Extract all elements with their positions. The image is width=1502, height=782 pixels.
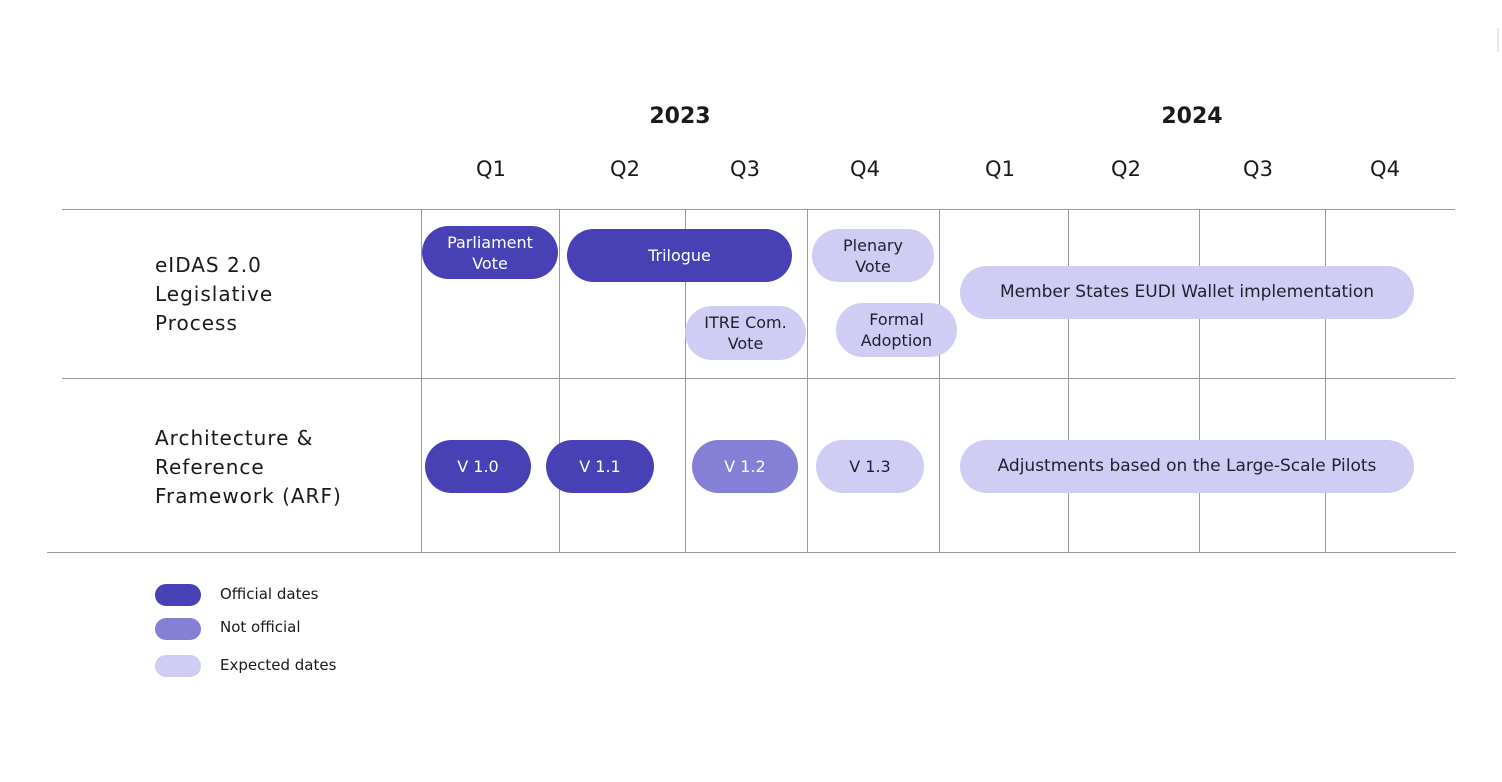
row-label-line: Architecture &	[155, 426, 314, 450]
quarter-2023-q4: Q4	[850, 157, 880, 181]
year-2024: 2024	[1161, 104, 1223, 129]
row-label-line: eIDAS 2.0	[155, 253, 262, 277]
milestone-label: Trilogue	[648, 246, 711, 265]
milestone-eudi-wallet-implementation: Member States EUDI Wallet implementation	[960, 266, 1414, 319]
grid-bottom-line	[47, 552, 1456, 553]
milestone-label: Parliament	[447, 232, 533, 252]
legend-swatch-not-official	[155, 618, 201, 640]
milestone-label: Adoption	[860, 331, 933, 350]
milestone-plenary-vote: Plenary Vote	[812, 229, 934, 282]
grid-column-line	[1325, 210, 1326, 552]
milestone-label: V 1.2	[724, 457, 766, 476]
row-label-line: Framework (ARF)	[155, 484, 342, 508]
grid-top-line	[62, 209, 1455, 210]
milestone-formal-adoption: Formal Adoption	[836, 303, 957, 357]
legend-swatch-official	[155, 584, 201, 606]
legend-label-not-official: Not official	[220, 618, 301, 636]
milestone-parliament-vote: Parliament Vote	[422, 226, 558, 279]
row-label-eidas: eIDAS 2.0 Legislative Process	[155, 251, 395, 338]
milestone-label: Adjustments based on the Large-Scale Pil…	[997, 456, 1377, 476]
quarter-2024-q2: Q2	[1111, 157, 1141, 181]
milestone-label: Plenary	[843, 235, 903, 255]
edge-divider	[1497, 28, 1499, 52]
milestone-label: Vote	[727, 334, 764, 353]
row-label-line: Process	[155, 311, 238, 335]
grid-column-line	[1199, 210, 1200, 552]
milestone-v1-3: V 1.3	[816, 440, 924, 493]
milestone-label: Member States EUDI Wallet implementation	[999, 282, 1375, 302]
milestone-label: V 1.3	[849, 457, 891, 476]
milestone-itre-com-vote: ITRE Com. Vote	[685, 306, 806, 360]
row-label-line: Legislative	[155, 282, 274, 306]
grid-row-divider	[62, 378, 1455, 379]
quarter-2023-q1: Q1	[476, 157, 506, 181]
year-2023: 2023	[649, 104, 711, 129]
quarter-2024-q4: Q4	[1370, 157, 1400, 181]
milestone-v1-1: V 1.1	[546, 440, 654, 493]
legend-label-expected: Expected dates	[220, 656, 337, 674]
row-label-line: Reference	[155, 455, 265, 479]
grid-column-line	[939, 210, 940, 552]
quarter-2024-q1: Q1	[985, 157, 1015, 181]
legend-swatch-expected	[155, 655, 201, 677]
quarter-2023-q2: Q2	[610, 157, 640, 181]
row-label-arf: Architecture & Reference Framework (ARF)	[155, 424, 395, 511]
milestone-label: Vote	[855, 256, 891, 276]
milestone-label: Formal	[869, 310, 924, 329]
grid-column-line	[421, 210, 422, 552]
milestone-large-scale-pilots-adjustments: Adjustments based on the Large-Scale Pil…	[960, 440, 1414, 493]
grid-column-line	[807, 210, 808, 552]
milestone-label: ITRE Com.	[704, 313, 787, 332]
milestone-trilogue: Trilogue	[567, 229, 792, 282]
legend-label-official: Official dates	[220, 585, 319, 603]
milestone-v1-0: V 1.0	[425, 440, 531, 493]
milestone-label: V 1.1	[579, 457, 621, 476]
quarter-2023-q3: Q3	[730, 157, 760, 181]
grid-column-line	[1068, 210, 1069, 552]
milestone-v1-2: V 1.2	[692, 440, 798, 493]
grid-column-line	[685, 210, 686, 552]
milestone-label: V 1.0	[457, 457, 499, 476]
milestone-label: Vote	[472, 253, 508, 273]
quarter-2024-q3: Q3	[1243, 157, 1273, 181]
grid-column-line	[559, 210, 560, 552]
